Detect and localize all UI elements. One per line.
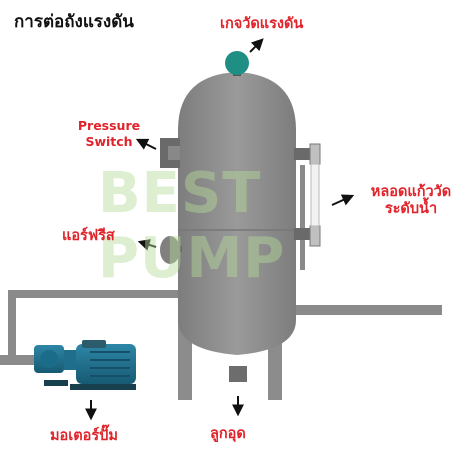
label-pressure-switch: Pressure Switch — [66, 118, 152, 150]
diagram-title: การต่อถังแรงดัน — [14, 12, 134, 32]
label-pressure-switch-line2: Switch — [85, 134, 133, 149]
label-pressure-switch-line1: Pressure — [77, 118, 141, 133]
pressure-switch — [160, 138, 180, 168]
arrow-air-free — [137, 239, 157, 251]
arrow-pressure-gauge — [249, 38, 264, 53]
label-pump-motor: มอเตอร์ปั๊ม — [50, 428, 118, 444]
label-air-free: แอร์ฟรีส — [62, 228, 115, 244]
arrow-sight-glass — [331, 194, 355, 206]
arrow-pressure-switch — [135, 138, 157, 150]
label-sight-glass: หลอดแก้ววัด ระดับน้ำ — [356, 184, 466, 218]
label-sight-glass-line1: หลอดแก้ววัด — [370, 184, 452, 200]
label-drain-plug: ลูกอุด — [210, 426, 246, 442]
label-sight-glass-line2: ระดับน้ำ — [384, 201, 438, 217]
pipe-network — [0, 165, 442, 365]
pump-motor-icon — [34, 340, 136, 390]
air-free-valve — [160, 236, 182, 264]
pressure-gauge-icon — [225, 51, 249, 76]
pressure-tank — [178, 72, 296, 355]
arrow-icon — [85, 38, 355, 421]
label-pressure-gauge: เกจวัดแรงดัน — [220, 16, 304, 32]
drain-plug — [229, 366, 247, 382]
sight-glass — [294, 143, 321, 247]
